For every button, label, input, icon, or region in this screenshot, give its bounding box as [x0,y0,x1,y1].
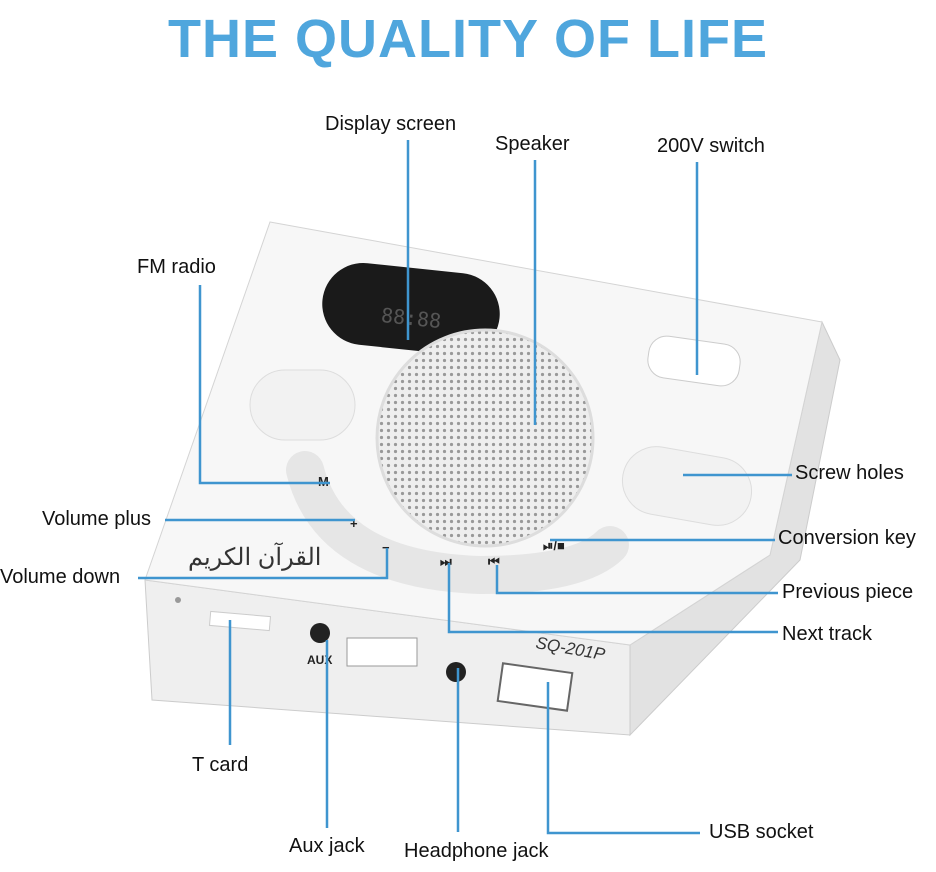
label-previous-piece: Previous piece [782,581,914,603]
label-usb-socket: USB socket [709,821,814,843]
speaker-grille [375,328,595,548]
t-card-slot [208,610,272,632]
label-t-card: T card [192,754,249,776]
leader-previous-piece [495,565,778,595]
label-conversion-key: Conversion key [778,527,916,549]
aux-port-label: AUX [307,653,332,667]
label-display-screen: Display screen [325,113,457,135]
label-volume-plus: Volume plus [42,508,151,530]
label-next-track: Next track [782,623,873,645]
volume-plus-button[interactable]: + [350,516,358,531]
spec-sticker [346,637,418,667]
button-ring [286,451,629,595]
leader-usb-socket [546,682,700,835]
headphone-port [446,662,466,682]
mode-button[interactable]: M [318,474,329,489]
usb-port [496,662,574,712]
display-screen [322,262,500,356]
indicator-hole [175,597,181,603]
leader-fm-radio [198,285,330,485]
screw-hole-left [249,369,356,441]
screw-hole-right [621,446,753,526]
label-aux-jack: Aux jack [289,835,365,857]
page-title: THE QUALITY OF LIFE [167,9,768,69]
label-headphone-jack: Headphone jack [404,840,549,862]
quran-logo: القرآن الكريم [188,542,321,571]
aux-port [310,623,330,643]
label-speaker: Speaker [495,133,570,155]
play-stop-button[interactable]: ⏯/■ [543,538,565,553]
label-fm-radio: FM radio [137,256,216,278]
leader-volume-down [138,548,389,580]
label-volume-down: Volume down [0,566,121,588]
leader-next-track [447,563,778,634]
volume-minus-button[interactable]: − [382,540,390,555]
label-200v-switch: 200V switch [657,135,765,157]
label-screw-holes: Screw holes [795,462,904,484]
